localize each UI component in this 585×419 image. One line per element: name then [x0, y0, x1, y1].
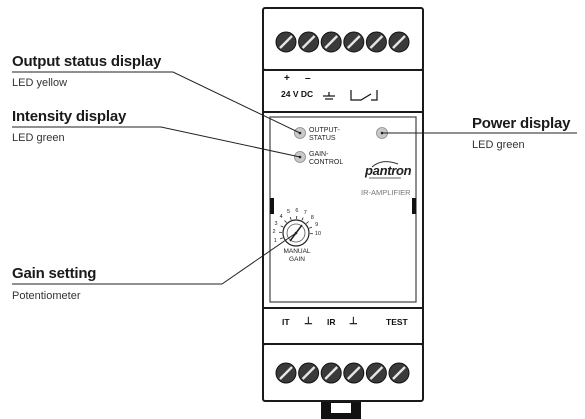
bottom-screw-slot-4: [346, 366, 361, 380]
output-status-leader: [12, 71, 301, 134]
terminal-label-ground-2: ⊥: [349, 316, 358, 327]
dial-number-2: 2: [272, 229, 276, 236]
dial-tick-8: [306, 221, 309, 224]
dial-number-7: 7: [303, 210, 307, 217]
dial-tick-5: [289, 216, 292, 220]
gain-subtitle: Potentiometer: [12, 290, 81, 302]
dial-number-8: 8: [310, 215, 314, 222]
top-screw-slot-4: [346, 35, 361, 49]
top-screw-slot-3: [324, 35, 339, 49]
power-title: Power display: [472, 115, 571, 132]
bottom-screw-slot-5: [369, 366, 384, 380]
dial-tick-4: [284, 220, 287, 223]
gain-title: Gain setting: [12, 265, 97, 282]
dial-tick-7: [301, 217, 304, 221]
gain-leader: [12, 232, 297, 285]
pantron-logo-swoosh: [371, 161, 399, 168]
top-screw-slot-1: [279, 35, 293, 49]
bottom-screw-slot-1: [279, 366, 293, 380]
terminal-label-test: TEST: [386, 317, 408, 327]
bottom-screw-slot-2: [301, 366, 316, 380]
output-status-led-label-2: STATUS: [309, 135, 336, 142]
bottom-terminal-block: [262, 343, 424, 402]
intensity-subtitle: LED green: [12, 132, 65, 144]
output-status-title: Output status display: [12, 53, 162, 70]
plus-terminal-label: +: [284, 73, 290, 84]
power-subtitle: LED green: [472, 139, 525, 151]
dial-label-1: MANUAL: [283, 248, 311, 255]
dial-number-1: 1: [273, 237, 277, 244]
dial-number-4: 4: [279, 213, 283, 220]
top-screw-slot-2: [301, 35, 316, 49]
intensity-title: Intensity display: [12, 108, 127, 125]
bottom-screw-slot-3: [324, 366, 339, 380]
dial-number-10: 10: [314, 230, 322, 237]
earth-symbol: [323, 92, 335, 100]
terminal-label-ir: IR: [327, 317, 336, 327]
dial-tick-3: [280, 225, 284, 228]
brand-logo: pantron: [365, 163, 412, 178]
terminal-label-it: IT: [282, 317, 290, 327]
dial-label-2: GAIN: [289, 255, 305, 263]
model-label: IR-AMPLIFIER: [361, 188, 411, 197]
intensity-leader: [12, 126, 301, 158]
terminal-label-ground-1: ⊥: [304, 316, 313, 327]
output-status-led-label-1: OUTPUT-: [309, 127, 340, 134]
dial-number-3: 3: [274, 220, 278, 227]
dial-tick-1: [279, 237, 283, 240]
power-label-strip: [262, 69, 424, 113]
top-screw-slot-5: [369, 35, 384, 49]
dial-tick-9: [309, 226, 313, 229]
top-screw-slot-6: [392, 35, 406, 49]
gain-control-led-label-1: GAIN-: [309, 151, 329, 158]
minus-terminal-label: –: [305, 73, 311, 84]
gain-control-led-label-2: CONTROL: [309, 159, 344, 166]
dial-number-5: 5: [286, 209, 290, 216]
output-status-subtitle: LED yellow: [12, 77, 68, 89]
bottom-screw-slot-6: [392, 366, 406, 380]
dial-number-6: 6: [295, 208, 299, 215]
dial-number-9: 9: [315, 222, 319, 229]
relay-contact-symbol: [350, 90, 378, 101]
voltage-label: 24 V DC: [281, 89, 314, 99]
